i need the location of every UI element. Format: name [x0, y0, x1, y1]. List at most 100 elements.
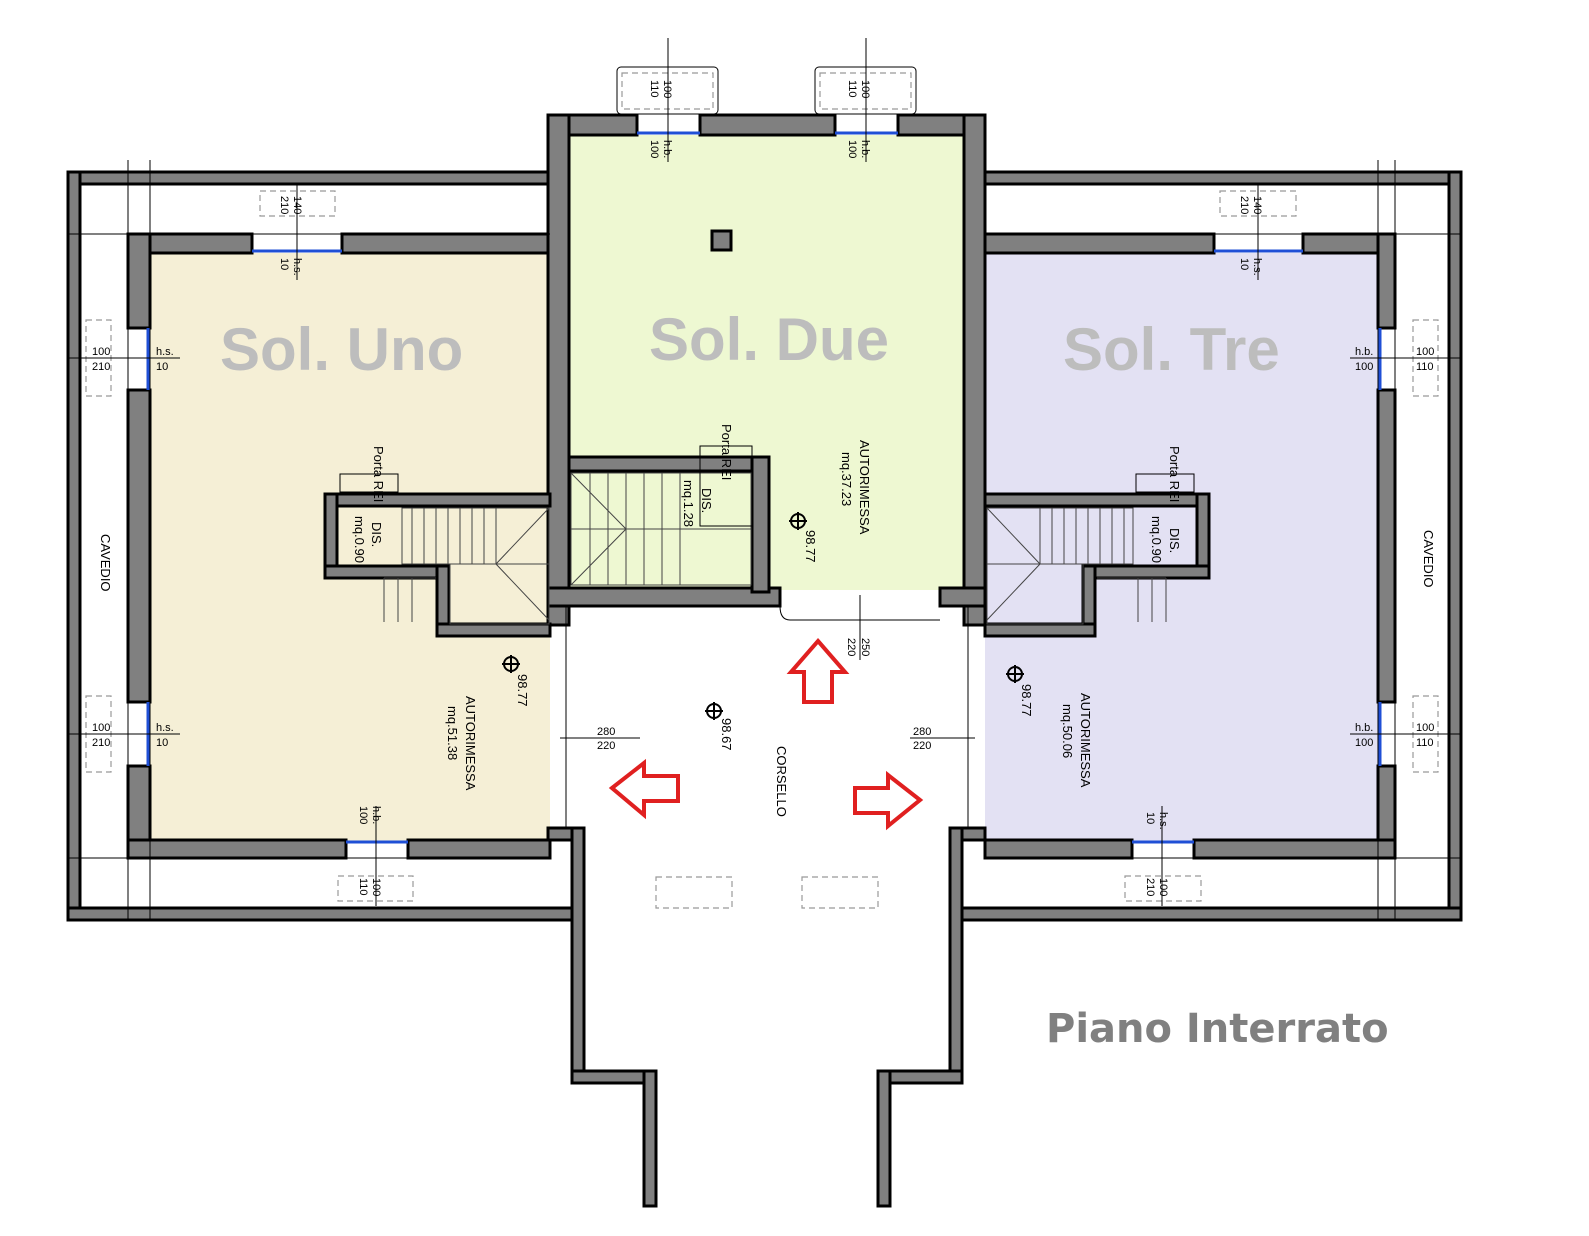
wall: [983, 622, 1097, 638]
dis-area: mq.1.28: [681, 480, 696, 527]
dim-text: 100: [92, 346, 110, 358]
wall: [66, 170, 552, 186]
wall: [962, 113, 987, 627]
dim-text: 210: [278, 196, 290, 214]
dim-text: 210: [92, 737, 110, 749]
dis-label: DIS.: [1167, 528, 1182, 553]
dim-text: 100: [1416, 346, 1434, 358]
dim-text: 10: [1238, 258, 1250, 270]
door: [699, 445, 753, 527]
dim-text: h.s.: [1251, 258, 1263, 276]
wall: [126, 388, 152, 704]
level-value: 98.77: [803, 530, 818, 563]
dis-label: DIS.: [369, 522, 384, 547]
wall: [1376, 388, 1397, 704]
dim-text: 10: [1144, 812, 1156, 824]
dim-text: h.b.: [859, 140, 871, 158]
dim-text: 100: [370, 878, 382, 896]
wall: [938, 586, 987, 608]
level-marker: [789, 512, 807, 530]
wall: [983, 232, 1216, 255]
dim-text: 100: [1355, 737, 1373, 749]
wall: [642, 1069, 658, 1208]
dim-text: 220: [597, 740, 615, 752]
room-area: mq.51.38: [445, 706, 460, 760]
wall: [126, 232, 152, 330]
staircase: [986, 507, 1167, 625]
dim-text: 220: [845, 638, 857, 656]
door-label: Porta REI: [719, 424, 734, 480]
dim-text: h.b.: [1355, 346, 1373, 358]
light-well: [655, 876, 733, 909]
column: [710, 229, 733, 252]
dim-text: 210: [92, 361, 110, 373]
wall: [750, 455, 771, 594]
unit-due-label: Sol. Due: [649, 306, 889, 373]
wall: [983, 838, 1134, 860]
door-label: Porta REI: [371, 446, 386, 502]
cavedio-label: CAVEDIO: [1421, 530, 1436, 588]
wall: [406, 838, 552, 860]
dim-text: 110: [357, 878, 369, 896]
dim-text: 100: [92, 722, 110, 734]
dim-text: 100: [661, 80, 673, 98]
wall: [570, 826, 586, 1085]
dim-text: 110: [1416, 361, 1434, 373]
unit-uno-floor: [150, 253, 550, 841]
level-value: 98.77: [515, 674, 530, 707]
room-name: AUTORIMESSA: [1078, 693, 1093, 788]
wall: [66, 906, 575, 922]
dim-text: 220: [913, 740, 931, 752]
unit-uno-label: Sol. Uno: [220, 316, 463, 383]
dim-text: 100: [357, 806, 369, 824]
room-name: AUTORIMESSA: [857, 440, 872, 535]
dim-text: 100: [648, 140, 660, 158]
dim-text: 110: [846, 80, 858, 98]
wall: [323, 492, 552, 508]
dim-text: 280: [597, 726, 615, 738]
wall: [126, 838, 348, 860]
wall: [435, 622, 552, 638]
dim-text: 140: [1251, 196, 1263, 214]
level-marker: [1006, 665, 1024, 683]
staircase: [570, 472, 752, 586]
wall: [698, 113, 837, 137]
dis-area: mq.0.90: [1149, 516, 1164, 563]
wall: [66, 170, 82, 922]
room-area: mq.50.06: [1060, 704, 1075, 758]
wall: [567, 455, 771, 473]
wall: [546, 113, 571, 627]
dim-text: h.s.: [1157, 812, 1169, 830]
unit-tre-label: Sol. Tre: [1063, 316, 1280, 383]
wall: [983, 170, 1463, 186]
dim-text: 280: [913, 726, 931, 738]
door: [1135, 473, 1195, 493]
door-swing: [779, 605, 940, 621]
dim-text: h.b.: [370, 806, 382, 824]
wall: [1447, 170, 1463, 922]
dim-text: 100: [1157, 878, 1169, 896]
dim-text: h.s.: [291, 258, 303, 276]
arrow-left-icon: [608, 758, 680, 820]
wall: [948, 826, 964, 1085]
room-area: mq.37.23: [839, 452, 854, 506]
wall: [546, 826, 574, 842]
dim-text: 10: [156, 361, 168, 373]
door-label: Porta REI: [1167, 446, 1182, 502]
dis-area: mq.0.90: [352, 516, 367, 563]
dis-label: DIS.: [699, 488, 714, 513]
wall: [960, 906, 1463, 922]
door: [339, 473, 399, 493]
wall: [960, 826, 987, 842]
level-marker: [502, 655, 520, 673]
dim-text: 100: [1416, 722, 1434, 734]
dim-text: h.s.: [156, 722, 174, 734]
dim-text: 100: [1355, 361, 1373, 373]
wall: [1376, 232, 1397, 330]
corsello-label: CORSELLO: [774, 746, 789, 817]
dim-text: 100: [846, 140, 858, 158]
level-marker: [705, 702, 723, 720]
dim-text: h.b.: [1355, 722, 1373, 734]
dim-text: 100: [859, 80, 871, 98]
